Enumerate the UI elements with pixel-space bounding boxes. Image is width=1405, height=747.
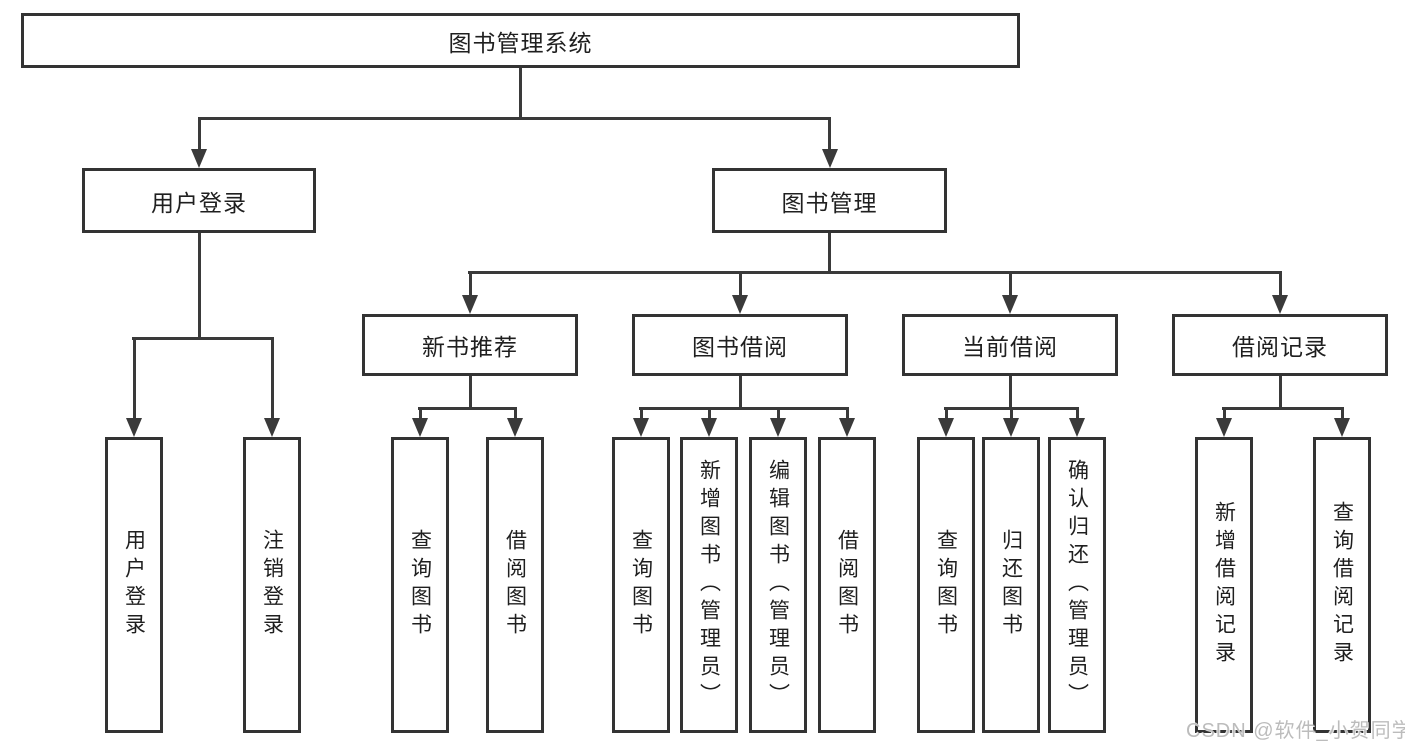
edge-br-drop-1	[1223, 407, 1226, 421]
edge-ul-rail	[132, 337, 274, 340]
leaf-borrow-query-book: 查询图书	[612, 437, 670, 733]
edge-nb-stem	[469, 376, 472, 410]
edge-bb-drop-3	[777, 407, 780, 421]
node-new-book-recommend-label: 新书推荐	[422, 334, 518, 360]
node-root: 图书管理系统	[21, 13, 1020, 68]
leaf-query-borrow-record: 查询借阅记录	[1313, 437, 1371, 733]
edge-bb-drop-2	[708, 407, 711, 421]
edge-cb-drop-1	[945, 407, 948, 421]
edge-bm-rail	[468, 271, 1281, 274]
arrow-to-cb-return	[1003, 418, 1019, 437]
leaf-add-book-admin: 新增图书（管理员）	[680, 437, 738, 733]
edge-bb-rail	[639, 407, 849, 410]
leaf-current-query-book-label: 查询图书	[934, 529, 958, 641]
leaf-confirm-return-admin: 确认归还（管理员）	[1048, 437, 1106, 733]
leaf-user-login: 用户登录	[105, 437, 163, 733]
arrow-to-leaf-logout	[264, 418, 280, 437]
leaf-add-book-admin-label: 新增图书（管理员）	[697, 459, 721, 711]
leaf-return-book-label: 归还图书	[999, 529, 1023, 641]
leaf-confirm-return-admin-label: 确认归还（管理员）	[1065, 459, 1089, 711]
arrow-to-recommend-query	[412, 418, 428, 437]
arrow-to-br-query	[1334, 418, 1350, 437]
leaf-logout-label: 注销登录	[260, 529, 284, 641]
arrow-to-bb-query	[633, 418, 649, 437]
csdn-watermark: CSDN @软件_小贺同学	[1186, 720, 1405, 742]
node-book-borrow: 图书借阅	[632, 314, 848, 376]
edge-bm-drop-2	[739, 271, 742, 298]
edge-ul-drop-1	[133, 337, 136, 421]
arrow-to-recommend-borrow	[507, 418, 523, 437]
edge-bb-stem	[739, 376, 742, 410]
edge-bb-drop-4	[846, 407, 849, 421]
edge-root-stem	[519, 68, 522, 118]
edge-bm-drop-3	[1009, 271, 1012, 298]
edge-nb-rail	[418, 407, 517, 410]
arrow-to-bb-edit	[770, 418, 786, 437]
arrow-to-book-management	[822, 149, 838, 168]
leaf-return-book: 归还图书	[982, 437, 1040, 733]
edge-cb-drop-2	[1010, 407, 1013, 421]
edge-cb-drop-3	[1076, 407, 1079, 421]
node-borrow-record: 借阅记录	[1172, 314, 1388, 376]
arrow-to-borrow-record	[1272, 295, 1288, 314]
arrow-to-book-borrow	[732, 295, 748, 314]
arrow-to-new-book-recommend	[462, 295, 478, 314]
leaf-borrow-query-book-label: 查询图书	[629, 529, 653, 641]
edge-bm-drop-4	[1279, 271, 1282, 298]
leaf-logout: 注销登录	[243, 437, 301, 733]
node-book-borrow-label: 图书借阅	[692, 334, 788, 360]
leaf-recommend-borrow-book: 借阅图书	[486, 437, 544, 733]
edge-cb-stem	[1009, 376, 1012, 410]
edge-bb-drop-1	[640, 407, 643, 421]
leaf-edit-book-admin-label: 编辑图书（管理员）	[766, 459, 790, 711]
edge-bm-stem	[828, 233, 831, 274]
node-current-borrow-label: 当前借阅	[962, 334, 1058, 360]
leaf-edit-book-admin: 编辑图书（管理员）	[749, 437, 807, 733]
arrow-to-br-add	[1216, 418, 1232, 437]
leaf-borrow-book: 借阅图书	[818, 437, 876, 733]
arrow-to-bb-borrow	[839, 418, 855, 437]
arrow-to-user-login	[191, 149, 207, 168]
node-new-book-recommend: 新书推荐	[362, 314, 578, 376]
node-book-management: 图书管理	[712, 168, 947, 233]
leaf-borrow-book-label: 借阅图书	[835, 529, 859, 641]
leaf-add-borrow-record: 新增借阅记录	[1195, 437, 1253, 733]
leaf-current-query-book: 查询图书	[917, 437, 975, 733]
node-user-login-label: 用户登录	[151, 189, 247, 216]
arrow-to-cb-query	[938, 418, 954, 437]
edge-nb-drop-1	[419, 407, 422, 421]
node-current-borrow: 当前借阅	[902, 314, 1118, 376]
edge-root-drop-right	[828, 117, 831, 152]
node-borrow-record-label: 借阅记录	[1232, 334, 1328, 360]
edge-root-rail	[198, 117, 831, 120]
edge-nb-drop-2	[514, 407, 517, 421]
leaf-add-borrow-record-label: 新增借阅记录	[1212, 501, 1236, 669]
edge-ul-stem	[198, 233, 201, 340]
edge-ul-drop-2	[271, 337, 274, 421]
leaf-query-borrow-record-label: 查询借阅记录	[1330, 501, 1354, 669]
leaf-recommend-borrow-book-label: 借阅图书	[503, 529, 527, 641]
leaf-recommend-query-book-label: 查询图书	[408, 529, 432, 641]
arrow-to-current-borrow	[1002, 295, 1018, 314]
edge-bm-drop-1	[469, 271, 472, 298]
edge-br-rail	[1222, 407, 1344, 410]
node-book-management-label: 图书管理	[781, 189, 878, 216]
arrow-to-cb-confirm	[1069, 418, 1085, 437]
node-user-login: 用户登录	[82, 168, 316, 233]
node-root-label: 图书管理系统	[448, 29, 593, 56]
leaf-recommend-query-book: 查询图书	[391, 437, 449, 733]
edge-root-drop-left	[198, 117, 201, 152]
leaf-user-login-label: 用户登录	[122, 529, 146, 641]
arrow-to-leaf-user-login	[126, 418, 142, 437]
arrow-to-bb-add	[701, 418, 717, 437]
edge-br-stem	[1279, 376, 1282, 410]
edge-br-drop-2	[1341, 407, 1344, 421]
